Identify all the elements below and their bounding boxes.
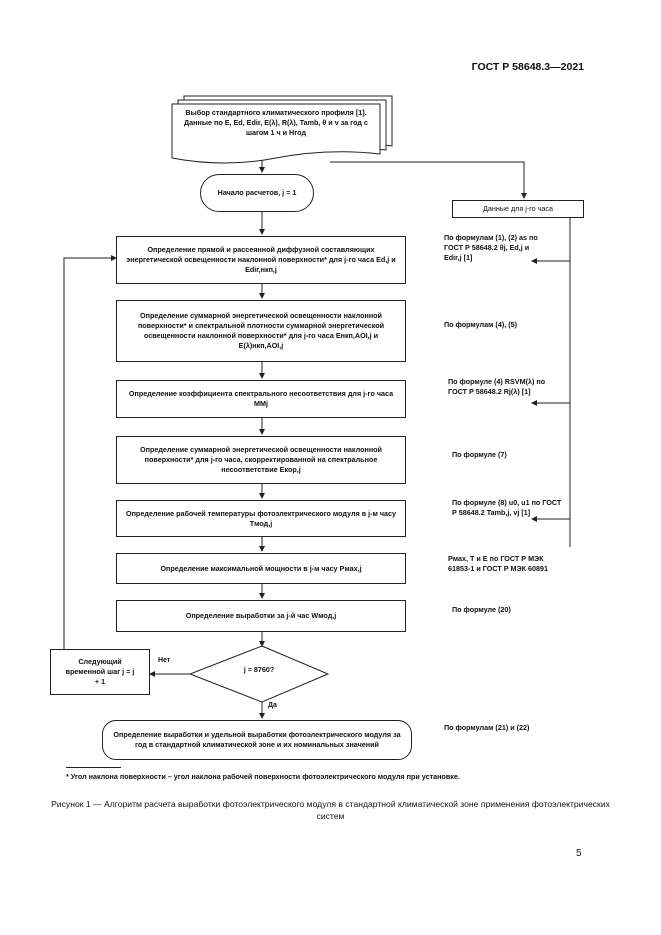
decision-condition: j = 8760? bbox=[243, 665, 275, 674]
footnote-rule bbox=[66, 767, 121, 768]
footnote: * Угол наклона поверхности – угол наклон… bbox=[66, 772, 460, 781]
note-formulas-1-2: По формулам (1), (2) as по ГОСТ Р 58648.… bbox=[444, 233, 538, 262]
note-formula-20: По формуле (20) bbox=[452, 605, 511, 614]
climate-profile-input: Выбор стандартного климатического профил… bbox=[184, 108, 368, 137]
note-pmax: Pмах, T и E по ГОСТ Р МЭК 61853-1 и ГОСТ… bbox=[448, 554, 549, 573]
next-time-step-box: Следующий временной шаг j = j + 1 bbox=[50, 649, 150, 695]
step-direct-diffuse-irradiance: Определение прямой и рассеянной диффузно… bbox=[116, 236, 406, 284]
page-number: 5 bbox=[576, 848, 582, 859]
step-hourly-yield: Определение выработки за j-й час Wмод,j bbox=[116, 600, 406, 632]
start-terminator: Начало расчетов, j = 1 bbox=[200, 174, 314, 212]
figure-caption: Рисунок 1 — Алгоритм расчета выработки ф… bbox=[51, 799, 610, 821]
step-spectral-mismatch: Определение коэффициента спектрального н… bbox=[116, 380, 406, 418]
step-corrected-irradiance: Определение суммарной энергетической осв… bbox=[116, 436, 406, 484]
decision-yes-label: Да bbox=[268, 702, 277, 709]
final-terminator: Определение выработки и удельной выработ… bbox=[102, 720, 412, 760]
document-id: ГОСТ Р 58648.3—2021 bbox=[471, 61, 584, 73]
note-formula-7: По формуле (7) bbox=[452, 450, 507, 459]
decision-no-label: Нет bbox=[158, 657, 171, 664]
step-module-temperature: Определение рабочей температуры фотоэлек… bbox=[116, 500, 406, 537]
hourly-data-box: Данные для j-го часа bbox=[452, 200, 584, 218]
step-total-irradiance: Определение суммарной энергетической осв… bbox=[116, 300, 406, 362]
step-max-power: Определение максимальной мощности в j-м … bbox=[116, 553, 406, 584]
note-formula-8: По формуле (8) u0, u1 по ГОСТ Р 58648.2 … bbox=[452, 498, 562, 517]
note-formula-4: По формуле (4) RSVM(λ) по ГОСТ Р 58648.2… bbox=[448, 377, 546, 396]
note-formulas-21-22: По формулам (21) и (22) bbox=[444, 723, 530, 732]
note-formulas-4-5: По формулам (4), (5) bbox=[444, 320, 517, 329]
